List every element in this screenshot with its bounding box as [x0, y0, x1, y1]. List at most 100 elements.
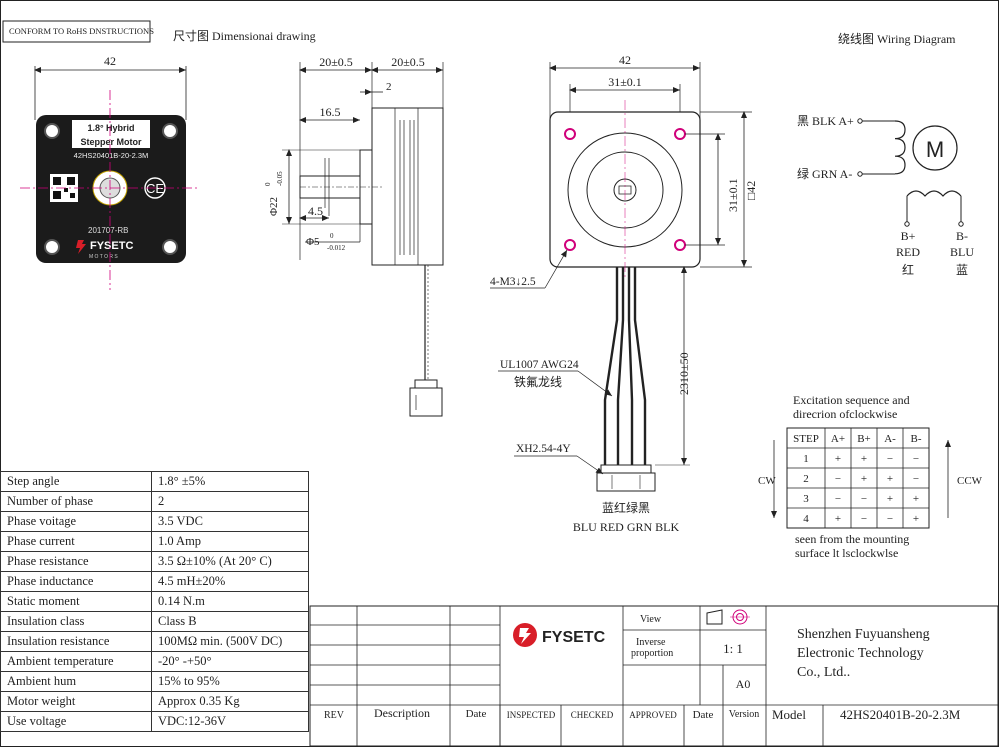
mount-hole-icon [564, 128, 576, 140]
excitation-cell: − [887, 453, 893, 465]
excitation-note1: seen from the mounting [795, 532, 909, 546]
wire-b-plus-cn: 红 [902, 262, 914, 277]
excitation-sequence: Excitation sequence and direcrion ofcloc… [758, 393, 983, 560]
inspected-label: INSPECTED [507, 710, 556, 720]
date-label: Date [466, 708, 487, 720]
dim-wire-length: 2310±50 [677, 352, 691, 395]
spec-value: 15% to 95% [151, 671, 309, 692]
dim-front-width: 42 [104, 54, 116, 68]
mount-hole-icon [674, 239, 686, 251]
excitation-cell: + [861, 473, 867, 485]
front-view: 42 31±0.1 □42 31±0.1 4-M3↓2.5 [490, 53, 758, 534]
proportion-label: proportion [631, 648, 673, 659]
approved-label: APPROVED [629, 710, 677, 720]
projection-view-icon [706, 609, 723, 625]
excitation-cell: + [835, 513, 841, 525]
title-block: FYSETC View Inverse proportion 1: 1 A0 S… [309, 605, 999, 747]
wire-colors-cn: 蓝红绿黑 [602, 500, 650, 515]
excitation-cell: − [913, 453, 919, 465]
dim-main-31v: 31±0.1 [726, 178, 740, 212]
connector-spec: XH2.54-4Y [516, 443, 571, 455]
excitation-cell: + [913, 493, 919, 505]
dim-side-phi5-tol: 0 [330, 232, 334, 240]
dim-side-4-5: 4.5 [308, 204, 323, 218]
coil-b-icon [906, 190, 962, 197]
side-view: 20±0.5 20±0.5 2 16.5 Φ22 0 -0.05 4.5 Φ5 … [264, 55, 444, 417]
view-label: View [640, 614, 662, 625]
mount-hole-icon [674, 128, 686, 140]
excitation-header: B+ [857, 433, 871, 445]
spec-value: 1.0 Amp [151, 531, 309, 552]
screw-hole-icon [44, 123, 60, 139]
excitation-cell: + [887, 473, 893, 485]
label-line2: Stepper Motor [80, 137, 141, 147]
excitation-title1: Excitation sequence and [793, 393, 910, 407]
dim-main-31h: 31±0.1 [608, 75, 642, 89]
wire-spec: UL1007 AWG24 [500, 359, 579, 371]
spec-key: Step angle [0, 471, 152, 492]
excitation-cell: − [861, 513, 867, 525]
excitation-cell: + [887, 493, 893, 505]
dim-m3: 4-M3↓2.5 [490, 276, 536, 288]
label-date: 201707-RB [88, 226, 128, 235]
excitation-header: A+ [831, 433, 845, 445]
dimensional-title: 尺寸图 Dimensionai drawing [173, 29, 316, 43]
excitation-cell: 1 [803, 453, 809, 465]
motor-wires [633, 267, 647, 465]
spec-value: 4.5 mH±20% [151, 571, 309, 592]
wire-b-plus-color: RED [896, 245, 920, 259]
spec-value: 2 [151, 491, 309, 512]
wire-b-minus-cn: 蓝 [956, 263, 968, 277]
spec-key: Number of phase [0, 491, 152, 512]
screw-hole-icon [162, 239, 178, 255]
spec-value: VDC:12-36V [151, 711, 309, 732]
dim-main-42: 42 [619, 53, 631, 67]
excitation-cell: + [835, 453, 841, 465]
dim-side-2: 2 [386, 81, 392, 93]
spec-key: Use voltage [0, 711, 152, 732]
label-model: 42HS20401B-20-2.3M [74, 151, 149, 160]
spec-key: Static moment [0, 591, 152, 612]
title-logo: FYSETC [542, 629, 606, 646]
dim-side-20b: 20±0.5 [391, 55, 425, 69]
cw-label: CW [758, 475, 776, 487]
spec-value: -20° -+50° [151, 651, 309, 672]
spec-key: Insulation resistance [0, 631, 152, 652]
excitation-header: B- [911, 433, 922, 445]
spec-row: Ambient temperature-20° -+50° [0, 651, 309, 672]
spec-value: 0.14 N.m [151, 591, 309, 612]
dim-side-phi22-tol: 0 [264, 182, 272, 186]
excitation-cell: + [861, 453, 867, 465]
checked-label: CHECKED [571, 710, 614, 720]
date2-label: Date [693, 709, 714, 721]
spec-key: Insulation class [0, 611, 152, 632]
motor-symbol-text: M [926, 137, 944, 162]
spec-value: Class B [151, 611, 309, 632]
wire-a-plus: 黑 BLK A+ [797, 114, 854, 128]
excitation-cell: 2 [803, 473, 809, 485]
excitation-cell: 3 [803, 493, 809, 505]
company-line1: Shenzhen Fuyuansheng [797, 627, 930, 642]
screw-hole-icon [44, 239, 60, 255]
spec-key: Phase voitage [0, 511, 152, 532]
motor-symbol-icon [912, 125, 958, 171]
spec-key: Phase current [0, 531, 152, 552]
sheet-size: A0 [736, 677, 751, 691]
rev-label: REV [324, 710, 345, 721]
wiring-title: 绕线图 Wiring Diagram [838, 32, 956, 46]
wiring-diagram: 黑 BLK A+ 绿 GRN A- M B+ RED 红 B- BLU 蓝 [797, 114, 974, 277]
label-line1: 1.8° Hybrid [87, 123, 134, 133]
excitation-cell: − [913, 473, 919, 485]
rohs-box: CONFORM TO RoHS DNSTRUCTIONS [2, 20, 154, 43]
model-value: 42HS20401B-20-2.3M [840, 707, 961, 722]
